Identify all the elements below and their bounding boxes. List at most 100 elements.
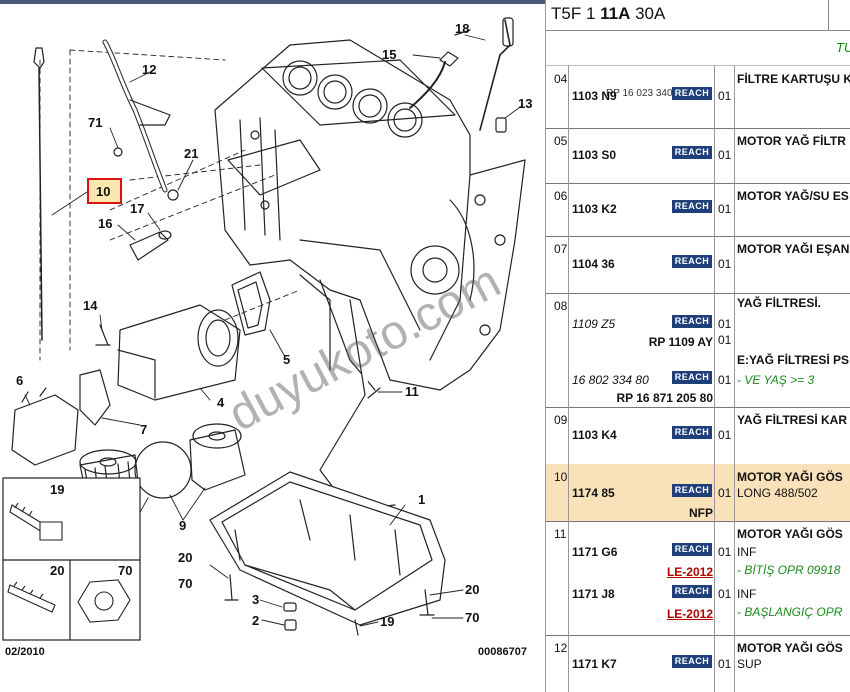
callout-16: 16 [98,216,112,231]
oil-cooler-drawing [11,394,79,466]
row-index: 08 [554,299,568,313]
callout-11: 11 [405,384,419,399]
quantity: 01 [718,545,732,559]
quantity: 01 [718,317,732,331]
column-divider [734,635,735,692]
callout-21: 21 [184,146,198,161]
part-variant: INF [737,587,757,601]
quantity: 01 [718,428,732,442]
row-index: 04 [554,72,568,86]
column-divider [734,128,735,183]
part-variant: SUP [737,657,762,671]
callout-9: 9 [179,518,186,533]
panel-subheader: TU RP 16 023 340 80 [546,30,850,99]
reach-badge: REACH [672,543,712,556]
callout-10: 10 [96,184,110,199]
part-reference[interactable]: 1109 Z5 [572,317,616,331]
reach-badge: REACH [672,255,712,268]
parts-list-panel: T5F 1 11A 30A TU RP 16 023 340 80 04FİLT… [545,0,850,692]
quantity: 01 [718,202,732,216]
part-note: E:YAĞ FİLTRESİ PS [737,353,850,367]
bolt-14-drawing [95,324,111,346]
callout-19: 19 [380,614,394,629]
part-reference[interactable]: 1171 K7 [572,657,617,671]
column-divider [734,521,735,635]
alternative-reference[interactable]: RP 1109 AY [648,335,713,349]
alternative-reference[interactable]: RP 16 871 205 80 [616,391,713,405]
upper-dipstick-drawing [479,19,511,131]
part-line: 1171 G6 REACH 01 [546,543,850,561]
part-description: MOTOR YAĞ FİLTR [737,134,846,148]
part-reference[interactable]: 1171 G6 [572,545,618,559]
lifecycle-link[interactable]: LE-2012 [666,565,713,579]
row-index: 11 [554,527,567,541]
cut-off-reference: RP 16 023 340 80 [606,88,687,99]
lifecycle-link[interactable]: LE-2012 [666,607,713,621]
callout-6: 6 [16,373,23,388]
part-reference[interactable]: 1103 K4 [572,428,617,442]
row-index: 09 [554,413,568,427]
engine-block-drawing [214,39,526,511]
part-note-condition: - VE YAŞ >= 3 [737,373,815,387]
part-reference[interactable]: 1103 N9 [572,89,617,103]
column-divider [568,128,569,183]
part-description: MOTOR YAĞI GÖS [737,527,843,541]
column-divider [714,183,715,236]
title-prefix: T5F 1 [551,4,601,23]
quantity: 01 [718,257,732,271]
callout-10-highlight[interactable]: 10 [87,178,122,204]
pickup-tube-drawing [367,387,381,399]
header-divider [828,0,829,30]
subheader-text: TU [836,40,850,55]
part-reference[interactable]: 16 802 334 80 [572,373,649,387]
part-reference[interactable]: 1104 36 [572,257,615,271]
column-divider [714,635,715,692]
reach-badge: REACH [672,585,712,598]
reach-badge: REACH [672,315,712,328]
part-line: 1104 36 REACH 01 [546,255,850,273]
column-divider [568,635,569,692]
part-flag: NFP [689,506,713,520]
part-reference[interactable]: 1103 K2 [572,202,617,216]
quantity: 01 [718,89,732,103]
callout-13: 13 [518,96,532,111]
callout-2: 2 [252,613,259,628]
column-divider [714,236,715,293]
column-divider [714,521,715,635]
quantity: 01 [718,657,732,671]
column-divider [568,183,569,236]
filter-housing-drawing [117,304,241,401]
callout-70-left: 70 [178,576,192,591]
part-reference[interactable]: 1171 J8 [572,587,615,601]
part-description: MOTOR YAĞ/SU ES [737,189,849,203]
stud-right-drawing [419,589,435,616]
part-reference[interactable]: 1174 85 [572,486,615,500]
quantity: 01 [718,373,732,387]
stud-left-drawing [224,574,239,601]
part-variant: LONG 488/502 [737,486,818,500]
part-description: MOTOR YAĞI GÖS [737,641,843,655]
callout-20-left: 20 [178,550,192,565]
column-divider [568,66,569,128]
panel-title: T5F 1 11A 30A [551,4,665,24]
stud-20-icon [7,584,56,613]
part-description: MOTOR YAĞI GÖS [737,470,843,484]
callout-3: 3 [252,592,259,607]
part-variant-condition: - BİTİŞ OPR 09918 [737,563,841,577]
top-strip [0,0,545,4]
column-divider [734,66,735,128]
column-divider [714,407,715,464]
part-reference[interactable]: 1103 S0 [572,148,617,162]
callout-71: 71 [88,115,102,130]
